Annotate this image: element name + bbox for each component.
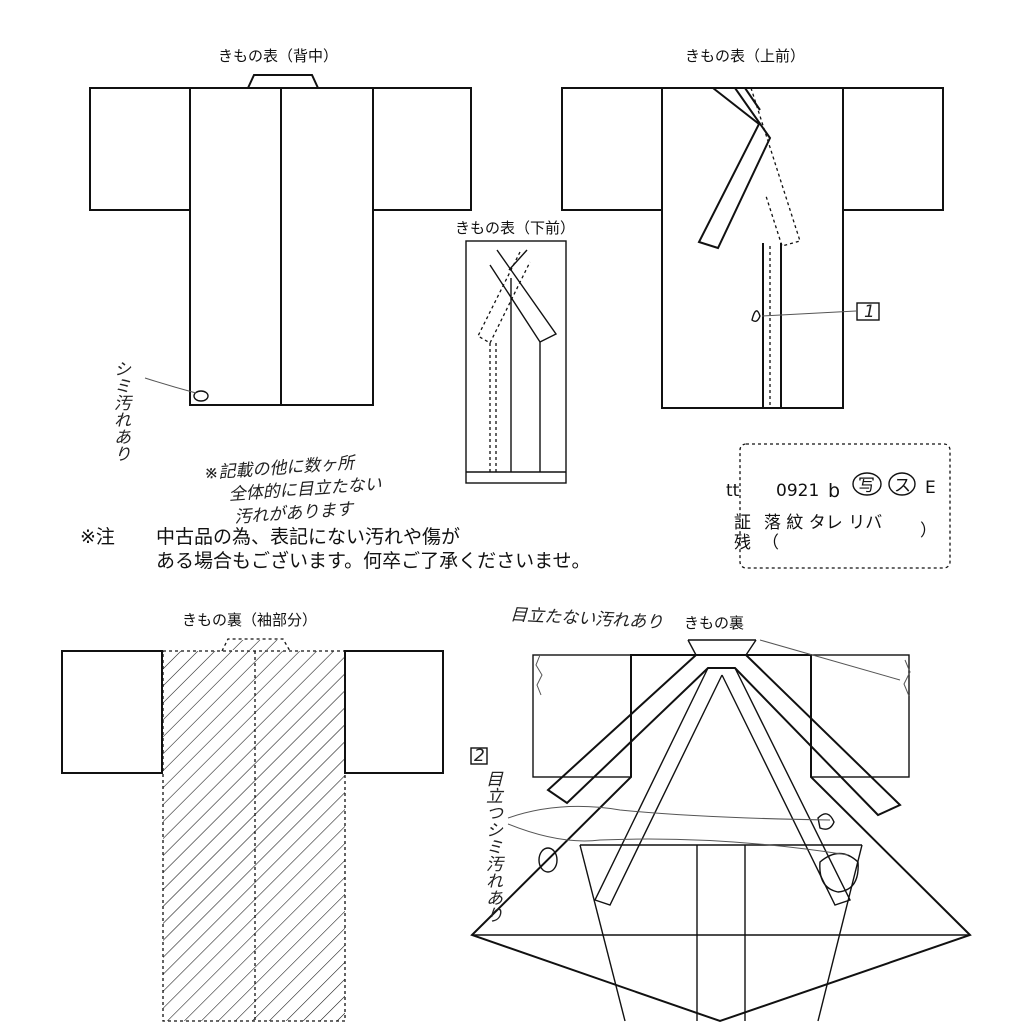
lining-right-sleeve (344, 650, 444, 774)
upper-collar-top (730, 87, 761, 111)
lining-hatched-body (163, 651, 345, 1021)
lower-hidden-collar (477, 251, 531, 344)
upper-left-sleeve (561, 87, 663, 211)
lower-frame (465, 240, 567, 484)
label-front-back: きもの表（背中） (218, 47, 338, 65)
lining2-collar-top-l (687, 639, 697, 656)
label-front-upper: きもの表（上前） (685, 47, 805, 65)
lining-collar-tab (221, 638, 291, 652)
label-lining-sleeve: きもの裏（袖部分） (182, 611, 317, 629)
lining2-body (470, 654, 972, 1023)
handwriting-extra-note: ※記載の他に数ヶ所 全体的に目立たない 汚れがあります (204, 453, 383, 528)
lining-collar-hatch (229, 640, 282, 650)
stamp-prefix: tt (726, 481, 740, 501)
kimono-front-lower: きもの表（下前） (455, 219, 575, 484)
back-stain-leader (144, 377, 197, 394)
hand-note-line3: 汚れがあります (234, 499, 356, 527)
lining2-leader-1 (507, 805, 831, 821)
lining2-band-right (721, 667, 851, 906)
hand-lining-left: 目立つシミ汚れあり (482, 770, 503, 923)
back-stain-mark (193, 390, 209, 402)
stamp-row3-close: ） (920, 521, 937, 541)
notice: ※注 中古品の為、表記にない汚れや傷が ある場合もございます。何卒ご了承ください… (80, 526, 591, 572)
lining-marker-2: 2 (474, 746, 485, 766)
stamp-row2-left: 証 (734, 513, 751, 533)
lining-left-sleeve (61, 650, 163, 774)
lining2-gore-l (579, 844, 626, 1022)
stamp-char-2: 写 (858, 476, 875, 496)
notice-line1: 中古品の為、表記にない汚れや傷が (156, 526, 460, 548)
handwriting-back-stain: シミ汚れあり (110, 360, 130, 462)
notice-mark: ※注 (80, 526, 115, 548)
lining-marker-box (470, 747, 488, 765)
lining2-collar-top-r (745, 639, 757, 656)
upper-marker-1: 1 (864, 302, 875, 322)
stamp-char-1: b (828, 480, 840, 502)
upper-stain-leader (761, 310, 857, 317)
lining2-right-sleeve (810, 654, 910, 778)
stamp-box: tt 0921 b 写 ス E 証 落 紋 タレ リバ 残 （ ） (726, 443, 951, 569)
back-right-sleeve (372, 87, 472, 211)
upper-hidden-collar (750, 87, 801, 247)
upper-right-sleeve (842, 87, 944, 211)
kimono-front-upper: きもの表（上前） 1 (561, 47, 944, 409)
upper-marker-box (856, 302, 880, 321)
lining2-band-left (594, 667, 723, 906)
kimono-front-back: きもの表（背中） (89, 47, 472, 406)
stamp-suffix: E (925, 478, 936, 498)
upper-stain-mark (751, 310, 761, 323)
hand-back-stain: シミ汚れあり (110, 360, 130, 462)
kimono-lining: きもの裏 (470, 614, 972, 1023)
label-lining: きもの裏 (684, 614, 744, 632)
back-left-sleeve (89, 87, 191, 211)
stamp-frame (739, 443, 951, 569)
lining2-gore-r (817, 844, 863, 1022)
lining2-leader-top (759, 639, 901, 681)
lining-body-outline (162, 650, 346, 1022)
label-front-lower: きもの表（下前） (455, 219, 575, 237)
lower-collar-b (508, 249, 528, 271)
stamp-code: 0921 (776, 481, 819, 501)
notice-line2: ある場合もございます。何卒ご了承くださいませ。 (156, 549, 591, 572)
stamp-circle-2 (888, 472, 916, 496)
back-collar (247, 74, 319, 89)
lining2-stain-right-small (817, 813, 835, 830)
stamp-row3-open: （ (762, 533, 779, 553)
lining2-edge-mark-l (535, 654, 543, 696)
upper-body (661, 87, 844, 409)
stamp-circle-1 (852, 472, 882, 496)
stamp-char-3: ス (894, 476, 911, 496)
lower-collar-a (489, 249, 558, 343)
lining2-edge-mark-r (903, 659, 911, 697)
handwriting-lining: 目立たない汚れあり 2 目立つシミ汚れあり (470, 605, 664, 923)
lining2-leader-2 (507, 823, 849, 856)
hand-lining-top: 目立たない汚れあり (510, 605, 664, 633)
lining2-stain-left (538, 847, 558, 873)
kimono-lining-sleeve: きもの裏（袖部分） (61, 611, 444, 1022)
stamp-row2-items: 落 紋 タレ リバ (764, 513, 882, 533)
lining2-stain-right (819, 852, 859, 893)
stamp-row3-left: 残 (734, 533, 751, 553)
